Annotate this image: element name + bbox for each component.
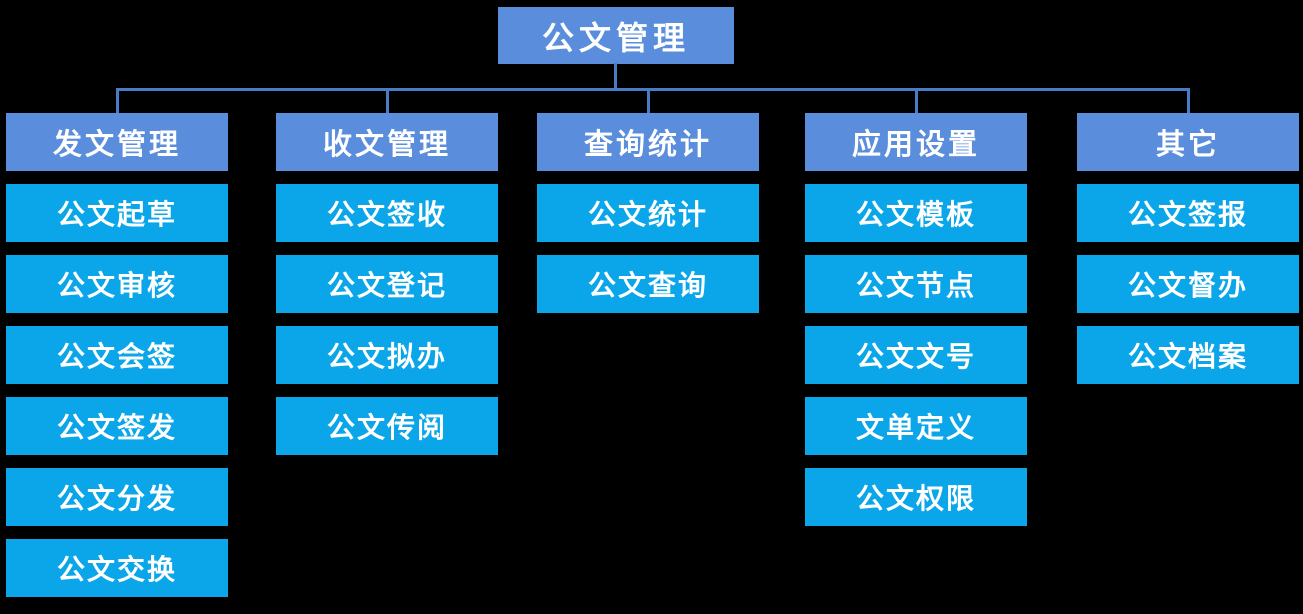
node-document-drafting: 公文起草 — [6, 184, 228, 242]
node-document-query: 公文查询 — [537, 255, 759, 313]
root-node-document-management: 公文管理 — [498, 7, 734, 64]
node-document-countersign: 公文会签 — [6, 326, 228, 384]
branch-header-app-settings: 应用设置 — [805, 113, 1027, 171]
node-document-exchange: 公文交换 — [6, 539, 228, 597]
branch-column-outgoing-management: 发文管理 公文起草 公文审核 公文会签 公文签发 公文分发 公文交换 — [6, 113, 228, 597]
node-document-archive: 公文档案 — [1077, 326, 1299, 384]
node-document-permissions: 公文权限 — [805, 468, 1027, 526]
node-form-definition: 文单定义 — [805, 397, 1027, 455]
connector-root-stem — [614, 63, 617, 89]
node-document-registration: 公文登记 — [276, 255, 498, 313]
node-document-proposed-handling: 公文拟办 — [276, 326, 498, 384]
node-document-review: 公文审核 — [6, 255, 228, 313]
connector-horizontal-bar — [116, 88, 1190, 91]
branch-header-incoming-management: 收文管理 — [276, 113, 498, 171]
node-document-statistics: 公文统计 — [537, 184, 759, 242]
connector-drop-others — [1187, 90, 1190, 114]
branch-header-others: 其它 — [1077, 113, 1299, 171]
node-document-supervision: 公文督办 — [1077, 255, 1299, 313]
branch-column-others: 其它 公文签报 公文督办 公文档案 — [1077, 113, 1299, 384]
node-document-number: 公文文号 — [805, 326, 1027, 384]
branch-header-outgoing-management: 发文管理 — [6, 113, 228, 171]
node-document-sign-receive: 公文签收 — [276, 184, 498, 242]
branch-column-incoming-management: 收文管理 公文签收 公文登记 公文拟办 公文传阅 — [276, 113, 498, 455]
node-document-sign-issue: 公文签发 — [6, 397, 228, 455]
node-document-distribution: 公文分发 — [6, 468, 228, 526]
branch-header-query-statistics: 查询统计 — [537, 113, 759, 171]
connector-drop-query-statistics — [647, 90, 650, 114]
node-document-template: 公文模板 — [805, 184, 1027, 242]
branch-column-app-settings: 应用设置 公文模板 公文节点 公文文号 文单定义 公文权限 — [805, 113, 1027, 526]
connector-drop-outgoing — [116, 90, 119, 114]
branch-column-query-statistics: 查询统计 公文统计 公文查询 — [537, 113, 759, 313]
connector-drop-app-settings — [915, 90, 918, 114]
connector-drop-incoming — [386, 90, 389, 114]
node-document-sign-report: 公文签报 — [1077, 184, 1299, 242]
node-document-node: 公文节点 — [805, 255, 1027, 313]
node-document-circulation: 公文传阅 — [276, 397, 498, 455]
